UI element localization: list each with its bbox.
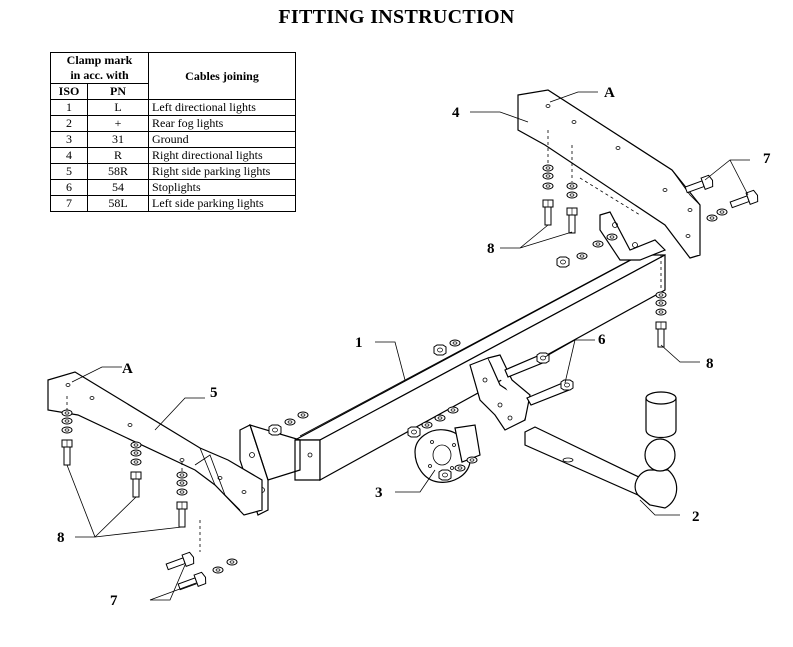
wiring-table: Clamp mark in acc. with Cables joining I…: [50, 52, 296, 212]
label-left-side-bolts: 7: [110, 593, 118, 609]
pn-column-header: PN: [87, 83, 149, 100]
table-row: 2+Rear fog lights: [50, 115, 296, 132]
label-towball: 2: [692, 509, 700, 525]
description-cell: Left side parking lights: [148, 195, 296, 212]
label-left-mount-bolts: 8: [57, 530, 65, 546]
description-cell: Rear fog lights: [148, 115, 296, 132]
leader-lines: [66, 91, 750, 601]
clamp-mark-header-line1: Clamp mark: [66, 53, 133, 67]
label-left-bracket: 5: [210, 385, 218, 401]
towball: [524, 391, 678, 509]
label-right-side-bolts: 7: [763, 151, 771, 167]
iso-cell: 7: [50, 195, 88, 212]
description-cell: Right directional lights: [148, 147, 296, 164]
description-cell: Right side parking lights: [148, 163, 296, 180]
ball-mount-bracket: [469, 354, 531, 431]
label-crossbar: 1: [355, 335, 363, 351]
label-socket-plate: 3: [375, 485, 383, 501]
label-right-bracket: 4: [452, 105, 460, 121]
label-right-mount-bolts: 8: [487, 241, 495, 257]
ball-bolts: [504, 352, 574, 406]
right-mount-bolts: [542, 130, 667, 348]
left-side-bracket: [47, 371, 263, 516]
pn-cell: 58R: [87, 163, 149, 180]
label-detail-a-right: A: [604, 85, 615, 101]
label-ball-bolts: 6: [598, 332, 606, 348]
left-mount-bolts: [61, 396, 201, 552]
label-right-rear-mount-bolt: 8: [706, 356, 714, 372]
right-side-bracket: [517, 89, 701, 259]
page-title: FITTING INSTRUCTION: [278, 6, 515, 28]
right-end-plate: [599, 211, 667, 261]
clamp-mark-header-line2: in acc. with: [70, 68, 129, 82]
label-detail-a-left: A: [122, 361, 133, 377]
clamp-mark-header: Clamp mark in acc. with: [50, 52, 149, 84]
